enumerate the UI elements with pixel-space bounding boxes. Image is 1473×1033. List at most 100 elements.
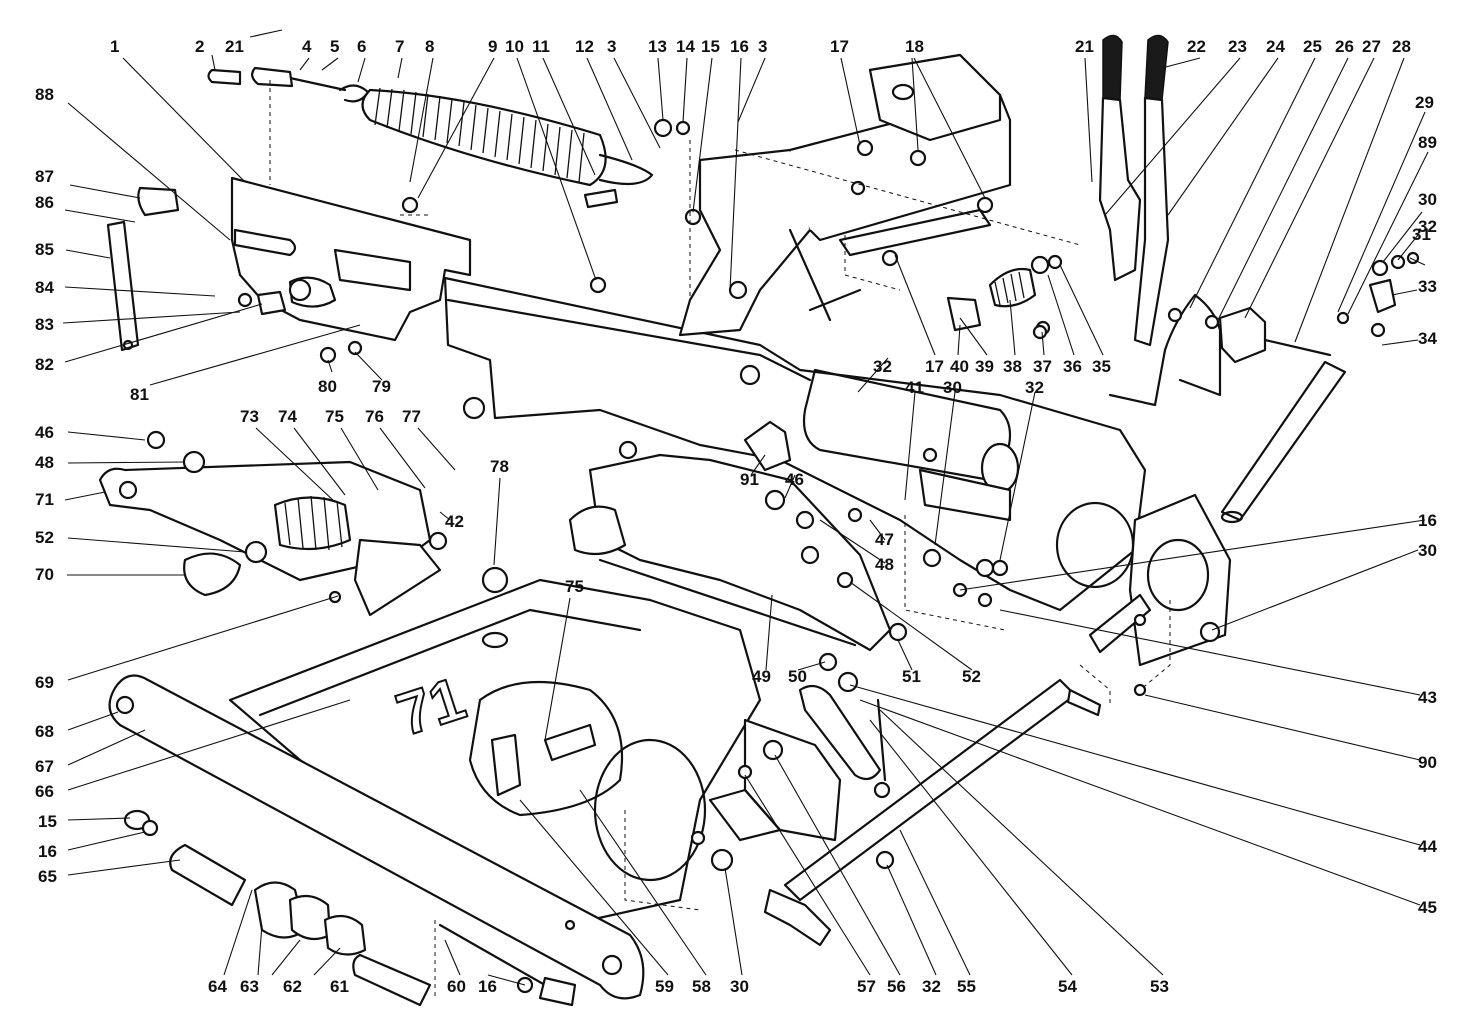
- side-plate-right: [918, 468, 1012, 522]
- callout-74: 74: [278, 407, 297, 426]
- callout-85: 85: [35, 240, 54, 259]
- callout-41: 41: [905, 378, 924, 397]
- bushing-87: [137, 186, 180, 217]
- callout-82: 82: [35, 355, 54, 374]
- mount-tower: [868, 53, 1002, 142]
- callout-71: 71: [35, 490, 54, 509]
- callout-84: 84: [35, 278, 54, 297]
- callout-63: 63: [240, 977, 259, 996]
- callout-17a: 17: [830, 37, 849, 56]
- callout-12: 12: [575, 37, 594, 56]
- callout-15a: 15: [701, 37, 720, 56]
- lever-85: [106, 220, 140, 352]
- callout-4: 4: [302, 37, 312, 56]
- callout-33: 33: [1418, 277, 1437, 296]
- callout-47: 47: [875, 530, 894, 549]
- callout-66: 66: [35, 782, 54, 801]
- callout-29: 29: [1415, 93, 1434, 112]
- callout-24: 24: [1266, 37, 1285, 56]
- mount-flange: [1128, 493, 1232, 667]
- block-27: [1218, 306, 1267, 364]
- callout-37: 37: [1033, 357, 1052, 376]
- callout-9: 9: [488, 37, 497, 56]
- callout-21: 21: [225, 37, 244, 56]
- arm-67: [108, 674, 645, 1000]
- strut-arm: [838, 208, 992, 257]
- callout-15b: 15: [38, 812, 57, 831]
- leader-lines: [62, 29, 1429, 986]
- callout-28: 28: [1392, 37, 1411, 56]
- axle-55-thread-a: [763, 888, 832, 947]
- shaft-29-end: [1220, 510, 1244, 524]
- spacer-81: [333, 248, 412, 292]
- callout-58: 58: [692, 977, 711, 996]
- support-plate: [353, 538, 442, 617]
- upper-pivot-bracket: [678, 148, 812, 337]
- callout-16c: 16: [38, 842, 57, 861]
- mount-flange-bore: [1146, 538, 1210, 612]
- callout-6: 6: [357, 37, 366, 56]
- callout-16a: 16: [730, 37, 749, 56]
- callout-90: 90: [1418, 753, 1437, 772]
- callout-65: 65: [38, 867, 57, 886]
- callout-77: 77: [402, 407, 421, 426]
- callout-60: 60: [447, 977, 466, 996]
- callout-36: 36: [1063, 357, 1082, 376]
- callout-68: 68: [35, 722, 54, 741]
- callout-51: 51: [902, 667, 921, 686]
- axle-65: [169, 843, 247, 907]
- callout-25: 25: [1303, 37, 1322, 56]
- callout-30d: 30: [730, 977, 749, 996]
- callout-39: 39: [975, 357, 994, 376]
- callout-27: 27: [1362, 37, 1381, 56]
- bracket-71: [98, 460, 432, 582]
- callout-86: 86: [35, 193, 54, 212]
- clevis-4: [251, 66, 294, 88]
- callout-34: 34: [1418, 329, 1437, 348]
- callout-59: 59: [655, 977, 674, 996]
- callout-81: 81: [130, 385, 149, 404]
- callout-50: 50: [788, 667, 807, 686]
- callout-56: 56: [887, 977, 906, 996]
- rear-plate-slot: [233, 228, 297, 257]
- spring-38: [988, 267, 1037, 308]
- pivot-plate: [588, 453, 892, 652]
- handle-23-grip: [1102, 34, 1123, 101]
- link-43: [1088, 593, 1152, 654]
- callout-80: 80: [318, 377, 337, 396]
- callout-76: 76: [365, 407, 384, 426]
- stud-53: [876, 698, 887, 782]
- bushing-82: [256, 290, 287, 316]
- spring-hook-left: [338, 84, 370, 103]
- deck-frame-inner: [258, 608, 642, 717]
- callout-64: 64: [208, 977, 227, 996]
- rod-28: [1263, 338, 1332, 357]
- callout-40: 40: [950, 357, 969, 376]
- callout-69: 69: [35, 673, 54, 692]
- handle-23-lever: [1098, 96, 1142, 282]
- callout-21b: 21: [1075, 37, 1094, 56]
- callout-57: 57: [857, 977, 876, 996]
- callout-79: 79: [372, 377, 391, 396]
- callout-53: 53: [1150, 977, 1169, 996]
- shaft-29: [1220, 360, 1347, 522]
- washer-62: [288, 894, 332, 941]
- callout-23: 23: [1228, 37, 1247, 56]
- spring-hook-right: [598, 153, 654, 186]
- callout-30a: 30: [1418, 190, 1437, 209]
- bellcrank-25: [1108, 293, 1222, 407]
- callout-3b: 3: [758, 37, 767, 56]
- callouts: 1 2 21 4 5 6 7 8 9 10 11 12 3 13 14 15 1…: [35, 37, 1437, 996]
- bolt-60-head: [538, 976, 577, 1007]
- callout-42: 42: [445, 512, 464, 531]
- callout-88: 88: [35, 85, 54, 104]
- callout-26: 26: [1335, 37, 1354, 56]
- bolt-59: [490, 733, 522, 797]
- drawing: 71: [98, 34, 1420, 1007]
- callout-35: 35: [1092, 357, 1111, 376]
- callout-30b: 30: [943, 378, 962, 397]
- callout-46b: 46: [785, 470, 804, 489]
- callout-2: 2: [195, 37, 204, 56]
- callout-13: 13: [648, 37, 667, 56]
